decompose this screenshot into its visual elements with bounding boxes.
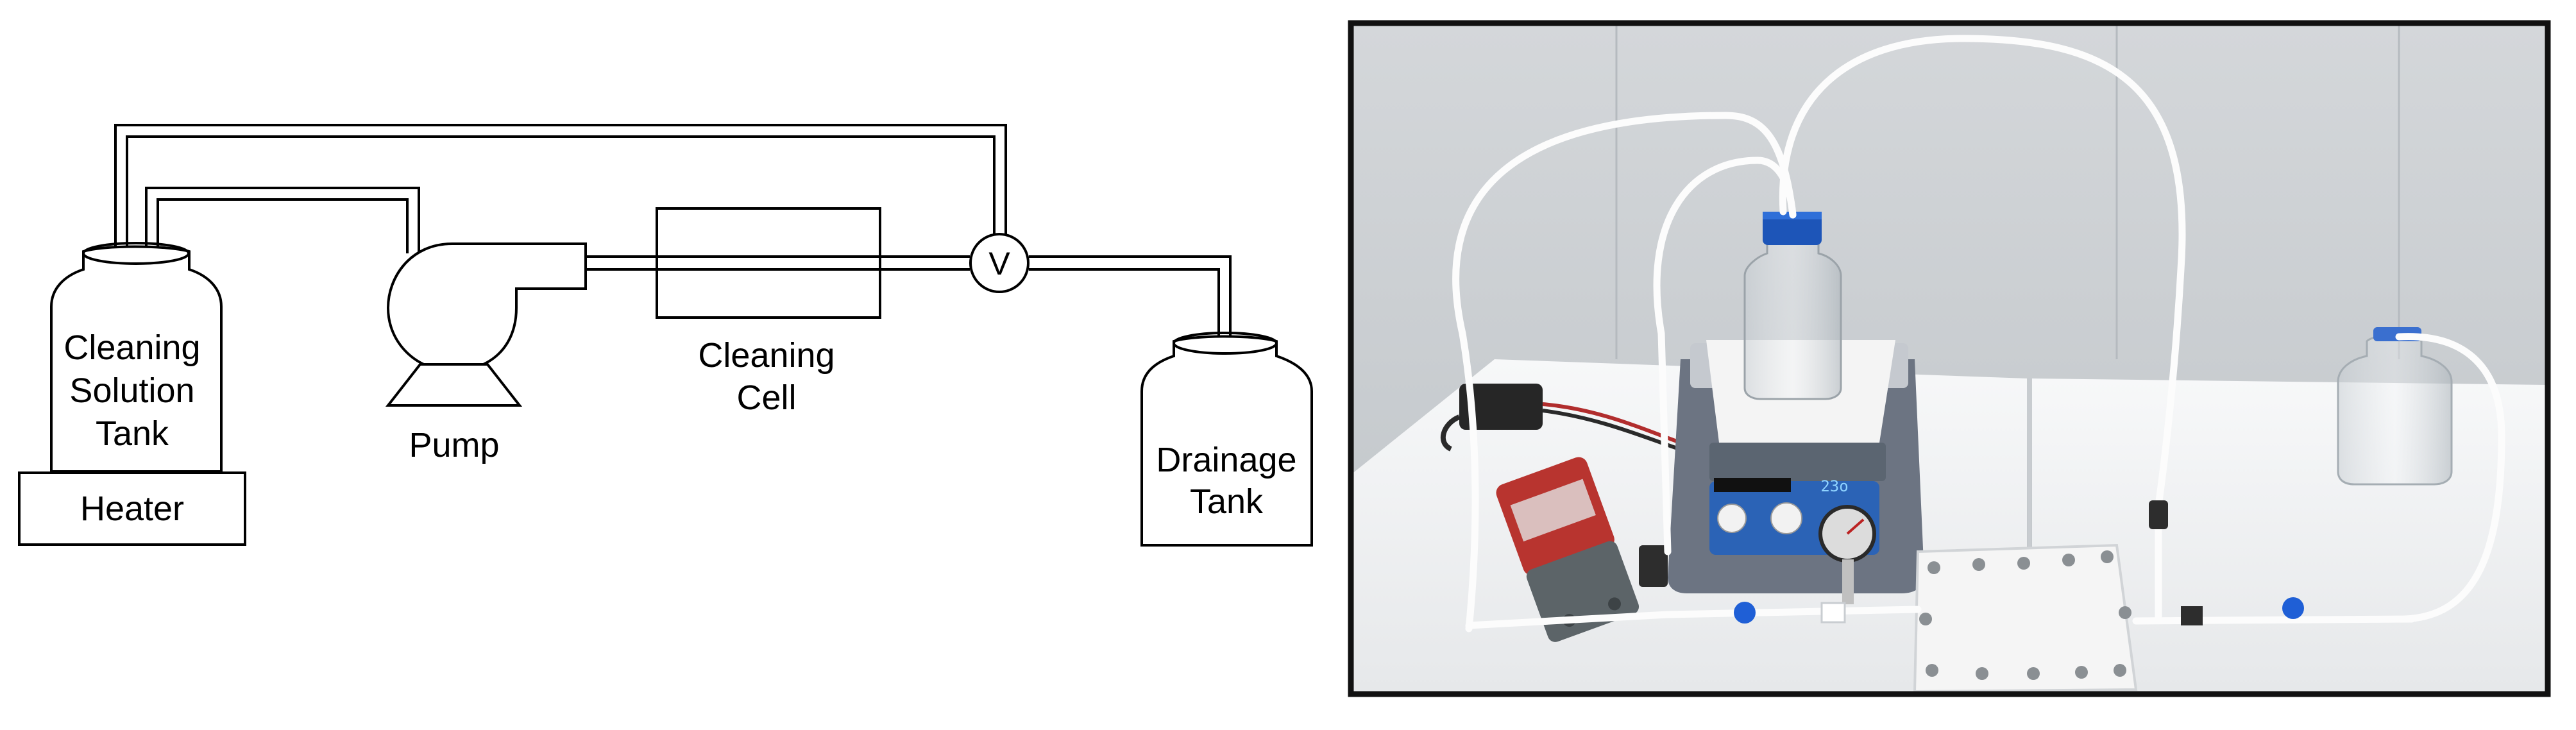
valve-to-drain-pipe — [1029, 255, 1232, 340]
valves — [1734, 500, 2304, 625]
setup-photo: 23o — [1348, 20, 2551, 697]
drain-label-line-1: Drainage — [1156, 441, 1296, 479]
heater-label: Heater — [80, 489, 184, 528]
cell-label-line-1: Cleaning — [698, 336, 835, 375]
cleaning-cell-plate — [1913, 543, 2138, 693]
return-pipe — [114, 124, 1007, 247]
pump-to-cell-pipe — [586, 255, 657, 271]
heater: Heater — [18, 471, 246, 546]
hotplate-display: 23o — [1820, 477, 1848, 495]
tank-label-line-3: Tank — [96, 414, 169, 453]
tank-label-line-1: Cleaning — [64, 328, 200, 367]
cleaning-cell: Cleaning Cell — [656, 207, 881, 417]
cell-to-valve-pipe — [880, 255, 970, 271]
drainage-tank: Drainage Tank — [1140, 332, 1313, 547]
supply-pipe — [145, 187, 420, 253]
cell-label-line-2: Cell — [736, 378, 796, 417]
cleaning-solution-bottle — [1743, 212, 1842, 400]
valve-label: V — [988, 246, 1010, 282]
tank-label-line-2: Solution — [69, 371, 194, 410]
drain-label-line-2: Tank — [1190, 482, 1264, 521]
pump-label: Pump — [409, 426, 499, 464]
schematic: Cleaning Solution Tank Heater Pump Clean… — [18, 124, 1313, 547]
valve: V — [969, 233, 1030, 293]
cleaning-solution-tank: Cleaning Solution Tank — [50, 242, 223, 473]
pump: Pump — [385, 242, 587, 464]
